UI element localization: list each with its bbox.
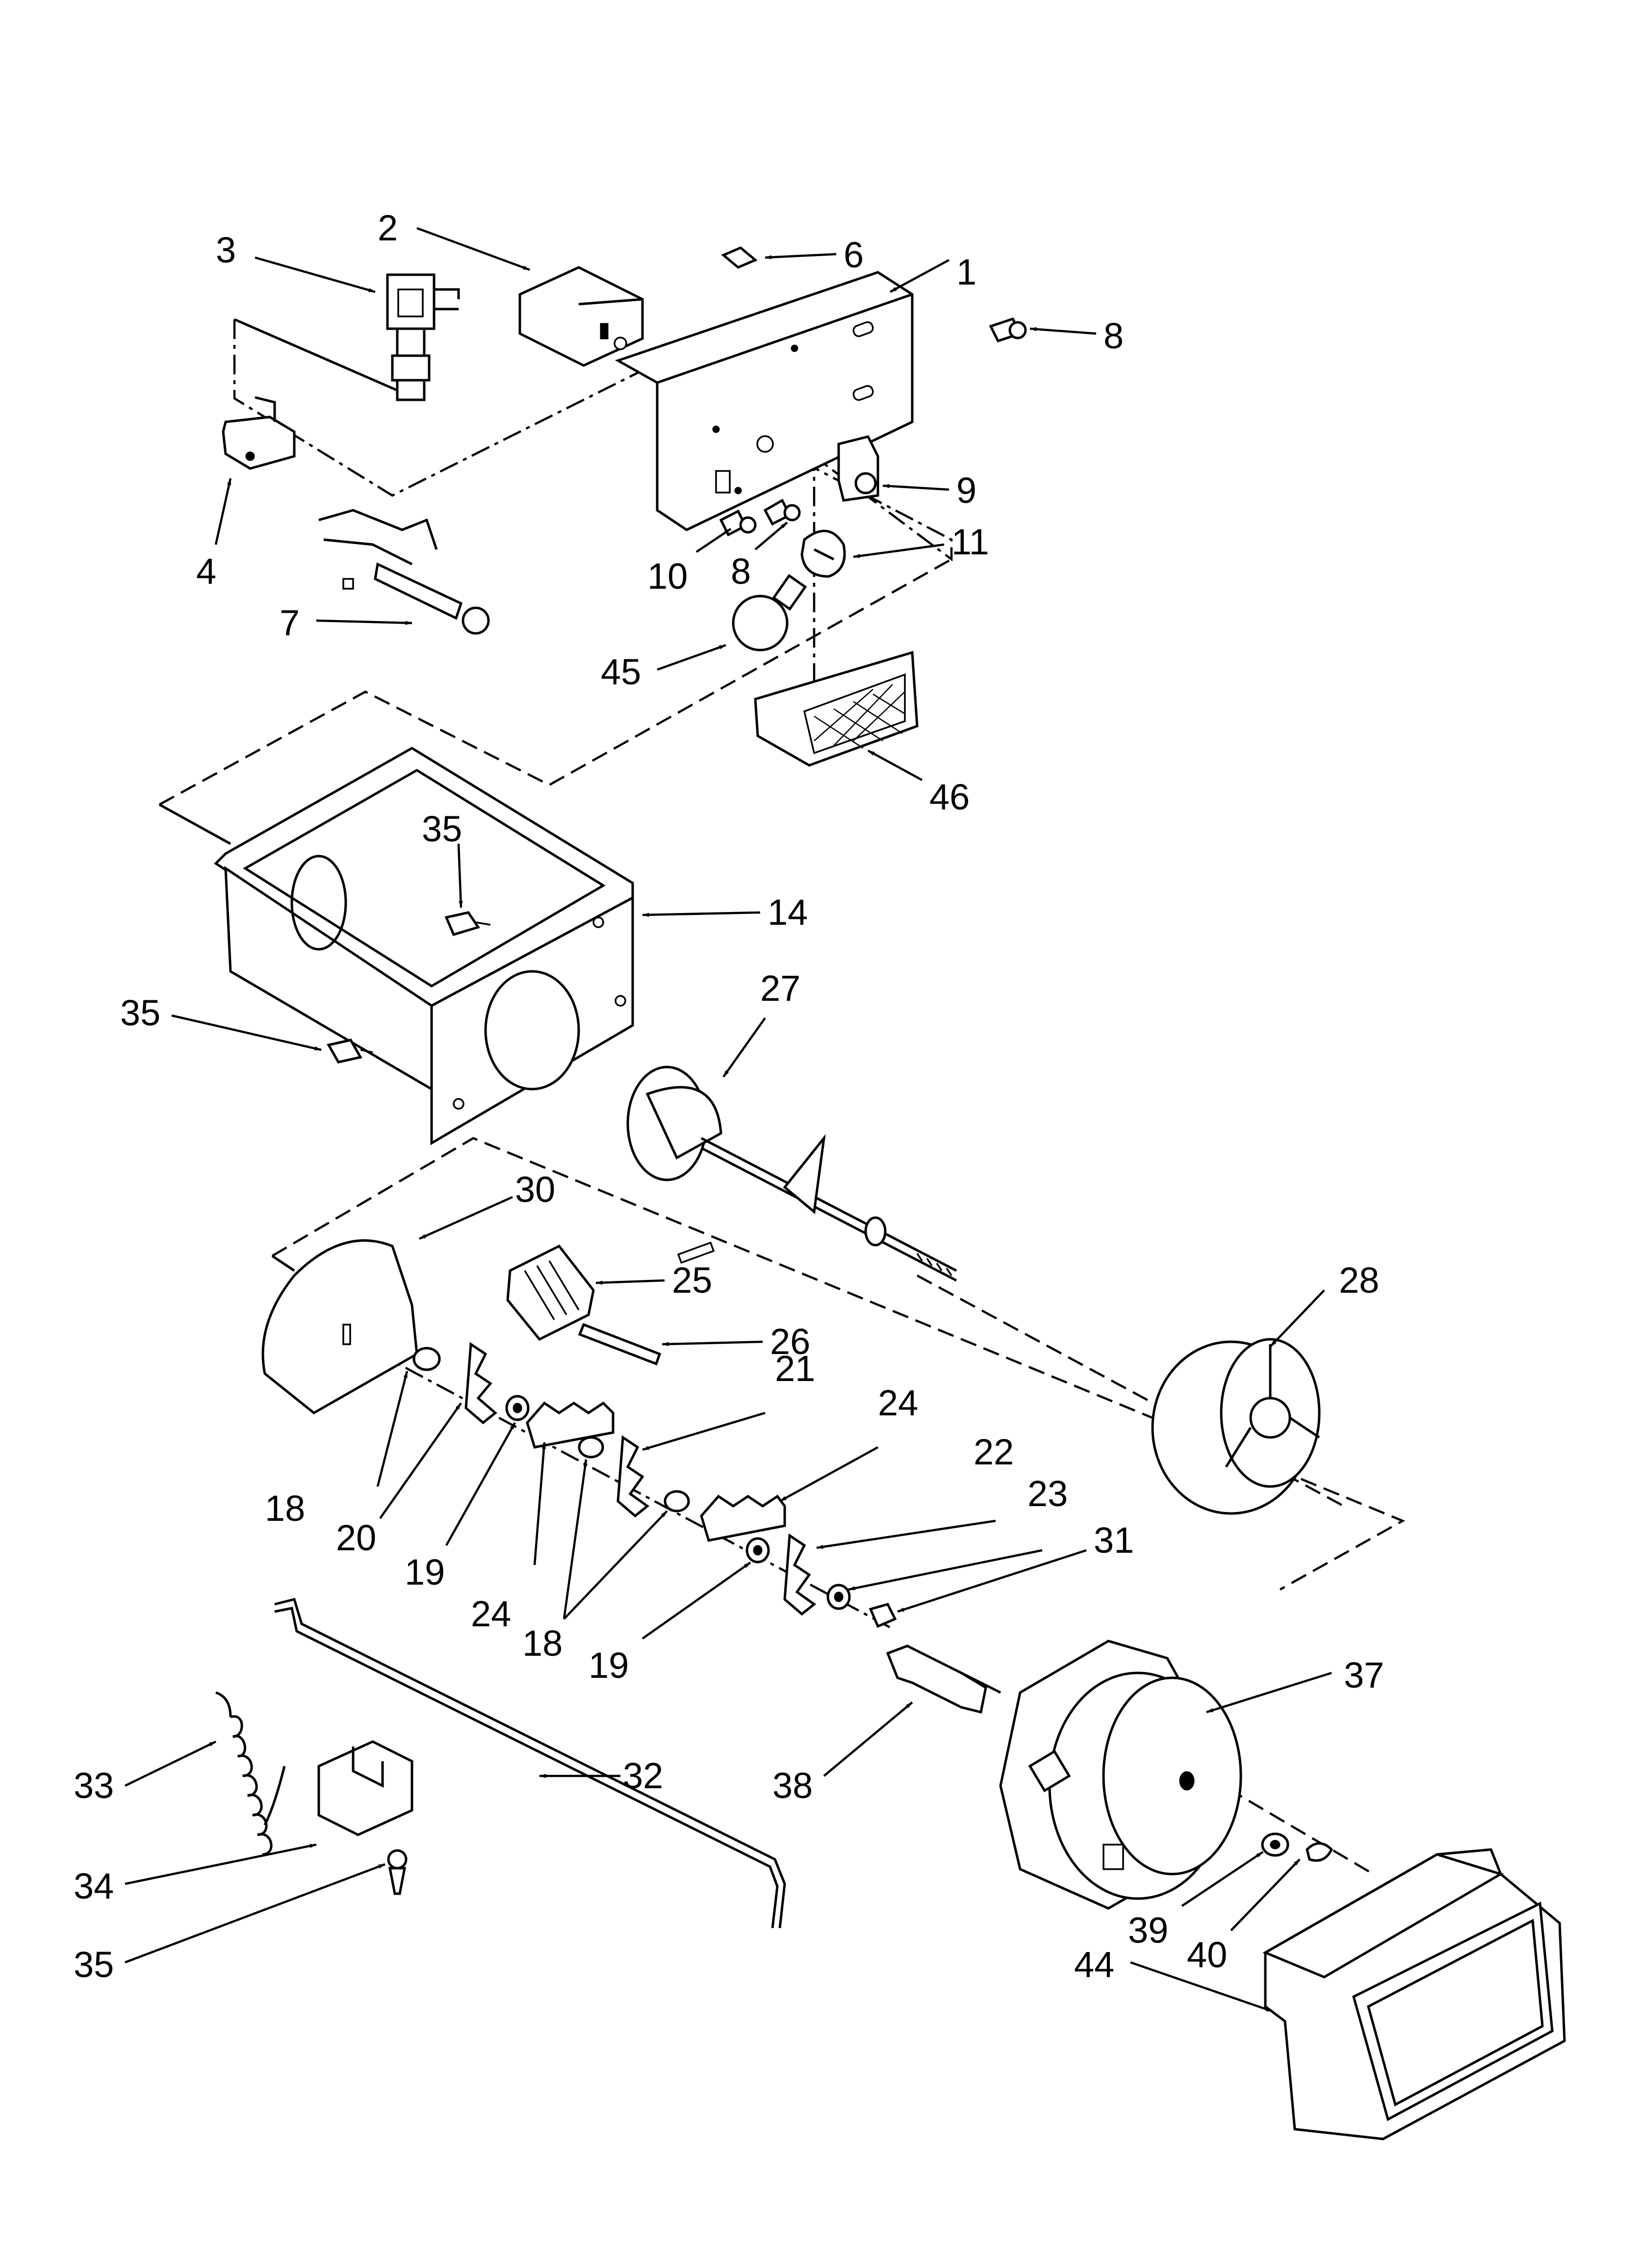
drive-cup [1151, 1338, 1321, 1515]
callout-35-inner: 35 [422, 808, 462, 849]
blade-20 [464, 1342, 497, 1425]
blade-22 [783, 1533, 817, 1616]
actuator-rod [274, 1597, 786, 1929]
lever [886, 1644, 1001, 1714]
screw-35-inner [444, 911, 491, 937]
callout-34: 34 [74, 1866, 114, 1906]
callout-28: 28 [1339, 1260, 1379, 1301]
crusher-housing [261, 1239, 715, 1415]
washer-39 [1261, 1832, 1289, 1857]
callout-11: 11 [951, 521, 989, 562]
auger-motor [999, 1640, 1242, 1910]
callout-19-a: 19 [405, 1552, 445, 1592]
callout-18-a: 18 [265, 1488, 305, 1529]
callout-46: 46 [929, 777, 970, 817]
callout-4: 4 [196, 551, 216, 592]
spring-bracket [317, 1740, 413, 1836]
callout-8-mid: 8 [731, 551, 751, 592]
leader-lines [125, 227, 1332, 2013]
callout-45: 45 [601, 652, 641, 692]
spacer-18b [578, 1436, 604, 1459]
callout-7: 7 [280, 602, 300, 643]
washer-23 [826, 1584, 851, 1610]
callout-14: 14 [768, 892, 808, 933]
blade-21 [616, 1435, 650, 1518]
blade-24a [526, 1401, 615, 1449]
motor-cover [1262, 1848, 1566, 2140]
spring [215, 1691, 286, 1856]
callout-19-b: 19 [589, 1645, 629, 1686]
callout-21: 21 [775, 1348, 815, 1389]
screw-8-mid [763, 498, 801, 526]
screw-35-side [327, 1039, 373, 1064]
callout-32: 32 [623, 1755, 663, 1796]
nut-31 [869, 1603, 897, 1628]
callout-25: 25 [672, 1260, 712, 1301]
callout-20: 20 [336, 1517, 376, 1558]
callout-23: 23 [1027, 1473, 1068, 1514]
heater-harness [318, 509, 490, 635]
callout-33: 33 [74, 1765, 114, 1806]
spacer-18c [664, 1490, 690, 1512]
callout-24-a: 24 [471, 1593, 511, 1634]
lamp-cover [754, 651, 919, 767]
callout-26: 26 [770, 1321, 810, 1362]
small-clip [721, 246, 758, 269]
auger-shaft [626, 1066, 957, 1282]
light-bulb [732, 574, 807, 652]
blade-24b [700, 1494, 786, 1542]
control-housing [615, 271, 914, 531]
spacer-19a [505, 1395, 530, 1421]
callout-27: 27 [760, 968, 800, 1009]
screw-35-bottom [387, 1849, 408, 1895]
callout-30: 30 [515, 1169, 555, 1210]
receptacle [837, 435, 879, 502]
spacer-18a [412, 1347, 441, 1371]
callout-8-top: 8 [1103, 315, 1124, 356]
callout-37: 37 [1344, 1655, 1384, 1695]
clip-40 [1306, 1842, 1334, 1862]
callout-35-side: 35 [120, 992, 160, 1033]
assembly-lines [158, 318, 1406, 1875]
lamp-socket [800, 529, 846, 578]
callout-2: 2 [378, 208, 398, 248]
screw-8-top [989, 317, 1027, 343]
ice-bin [214, 747, 634, 1146]
callout-22: 22 [974, 1432, 1014, 1472]
callout-9: 9 [956, 470, 976, 511]
callout-44: 44 [1074, 1944, 1114, 1985]
dispenser-switch [518, 266, 644, 367]
callout-10: 10 [647, 556, 688, 597]
water-valve [386, 273, 460, 401]
callout-38: 38 [772, 1765, 813, 1806]
spacer-19b [745, 1537, 770, 1564]
callout-18-b: 18 [522, 1623, 563, 1664]
pin [578, 1323, 662, 1366]
callout-31: 31 [1094, 1520, 1134, 1561]
callout-6: 6 [844, 235, 864, 275]
callout-35-bottom: 35 [74, 1944, 114, 1985]
callout-labels: 1 2 3 4 6 7 8 8 9 10 11 14 18 18 19 19 2… [74, 208, 1384, 1985]
callout-3: 3 [216, 230, 236, 270]
callout-39: 39 [1128, 1910, 1168, 1951]
callout-1: 1 [956, 252, 976, 292]
bearing-block [506, 1244, 595, 1341]
callout-24-b: 24 [878, 1382, 918, 1423]
valve-bracket [222, 396, 296, 470]
callout-40: 40 [1187, 1934, 1227, 1975]
